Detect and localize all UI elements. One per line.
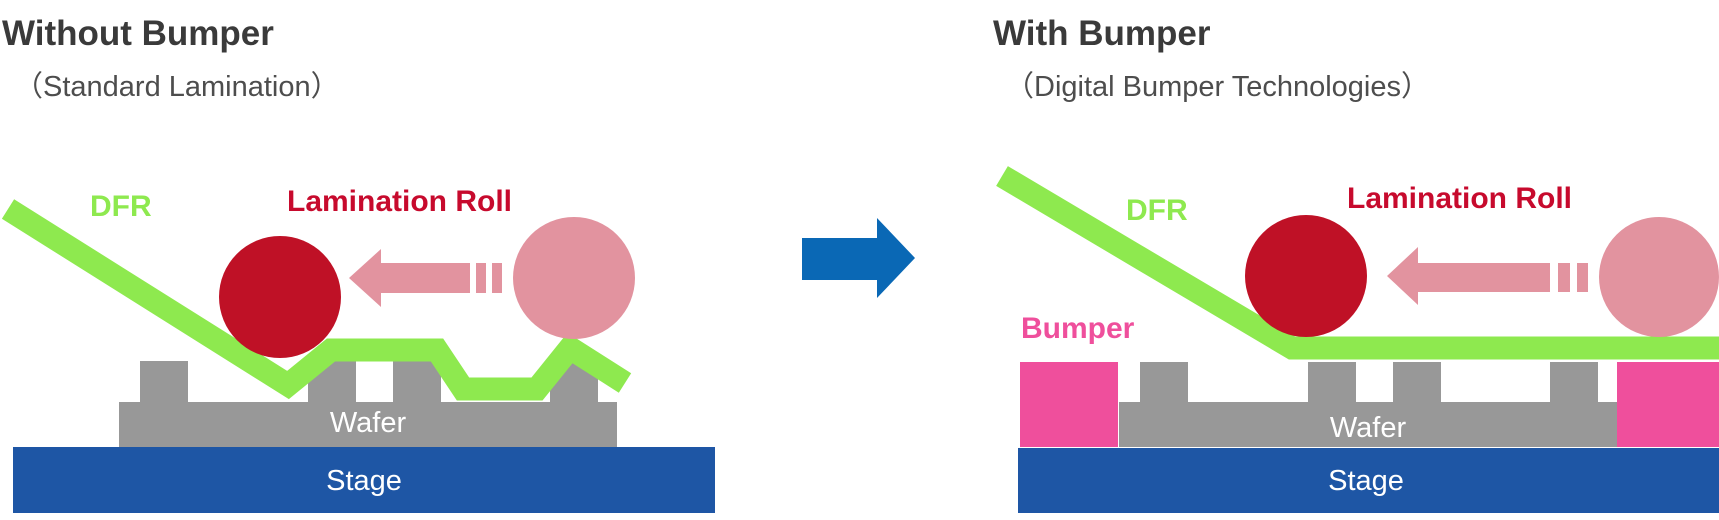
- right-title: With Bumper: [993, 14, 1211, 53]
- right-subtitle: （Digital Bumper Technologies）: [1005, 71, 1431, 103]
- lamination-roll-active: [219, 236, 341, 358]
- wafer-bump: [140, 361, 188, 403]
- dfr-film: [1, 199, 632, 401]
- right-lamination-roll-label: Lamination Roll: [1347, 182, 1572, 215]
- roll-motion-arrow-dash: [476, 263, 486, 293]
- left-diagram: [1, 199, 715, 513]
- transition-arrow-icon: [802, 218, 915, 298]
- wafer-bump: [1308, 362, 1356, 403]
- roll-motion-arrow-icon: [349, 249, 470, 307]
- bumper-block-left: [1020, 362, 1118, 447]
- wafer-base-rect: [1119, 402, 1617, 447]
- lamination-roll-ghost: [1599, 217, 1719, 337]
- stage-rect: [1018, 448, 1719, 513]
- roll-motion-arrow-dash: [1558, 263, 1570, 292]
- right-wafer-label: Wafer: [1329, 412, 1407, 444]
- right-dfr-label: DFR: [1126, 194, 1188, 227]
- left-title: Without Bumper: [2, 14, 274, 53]
- right-stage-label: Stage: [1328, 465, 1404, 497]
- wafer-bump: [393, 361, 441, 403]
- left-wafer-label: Wafer: [329, 407, 407, 439]
- roll-motion-arrow-dash: [492, 263, 502, 293]
- wafer-bump: [1393, 362, 1441, 403]
- dfr-film: [996, 166, 1719, 360]
- wafer-bump: [1140, 362, 1188, 403]
- lamination-roll-active: [1245, 215, 1367, 337]
- roll-motion-arrow-dash: [1577, 263, 1588, 292]
- wafer-bump: [1550, 362, 1598, 403]
- left-dfr-label: DFR: [90, 190, 152, 223]
- left-lamination-roll-label: Lamination Roll: [287, 185, 512, 218]
- left-stage-label: Stage: [326, 465, 402, 497]
- wafer-base-rect: [119, 402, 617, 447]
- left-subtitle: （Standard Lamination）: [14, 71, 340, 103]
- right-diagram: [996, 166, 1719, 513]
- lamination-roll-ghost: [513, 217, 635, 339]
- stage-rect: [13, 447, 715, 513]
- bumper-label: Bumper: [1021, 312, 1135, 345]
- roll-motion-arrow-icon: [1387, 247, 1550, 305]
- bumper-block-right: [1617, 362, 1719, 447]
